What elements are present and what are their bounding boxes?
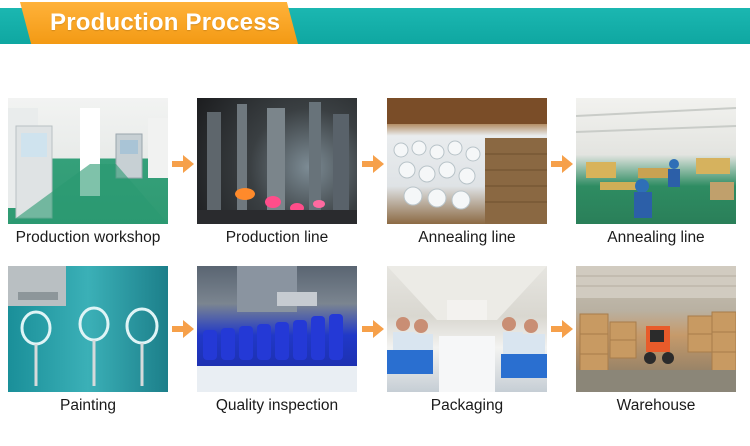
painting-photo	[8, 266, 168, 392]
arrow-right-icon	[551, 320, 573, 338]
production-line-photo	[197, 98, 357, 224]
step-label: Warehouse	[616, 397, 696, 414]
step-label: Quality inspection	[215, 397, 339, 414]
production-workshop-photo	[8, 98, 168, 224]
step-label: Packaging	[430, 397, 504, 414]
page-title: Production Process	[50, 9, 281, 36]
arrow-right-icon	[362, 320, 384, 338]
step-label: Annealing line	[607, 229, 705, 246]
annealing-line-photo	[387, 98, 547, 224]
header-banner: Production Process	[0, 0, 750, 48]
arrow-right-icon	[172, 320, 194, 338]
step-label: Production line	[225, 229, 329, 246]
arrow-right-icon	[172, 155, 194, 173]
quality-inspection-photo	[197, 266, 357, 392]
step-label: Painting	[59, 397, 116, 414]
banner-tab	[20, 2, 298, 44]
arrow-right-icon	[551, 155, 573, 173]
annealing-line-photo	[576, 98, 736, 224]
arrow-right-icon	[362, 155, 384, 173]
warehouse-photo	[576, 266, 736, 392]
step-label: Annealing line	[418, 229, 516, 246]
step-label: Production workshop	[15, 229, 161, 246]
packaging-photo	[387, 266, 547, 392]
